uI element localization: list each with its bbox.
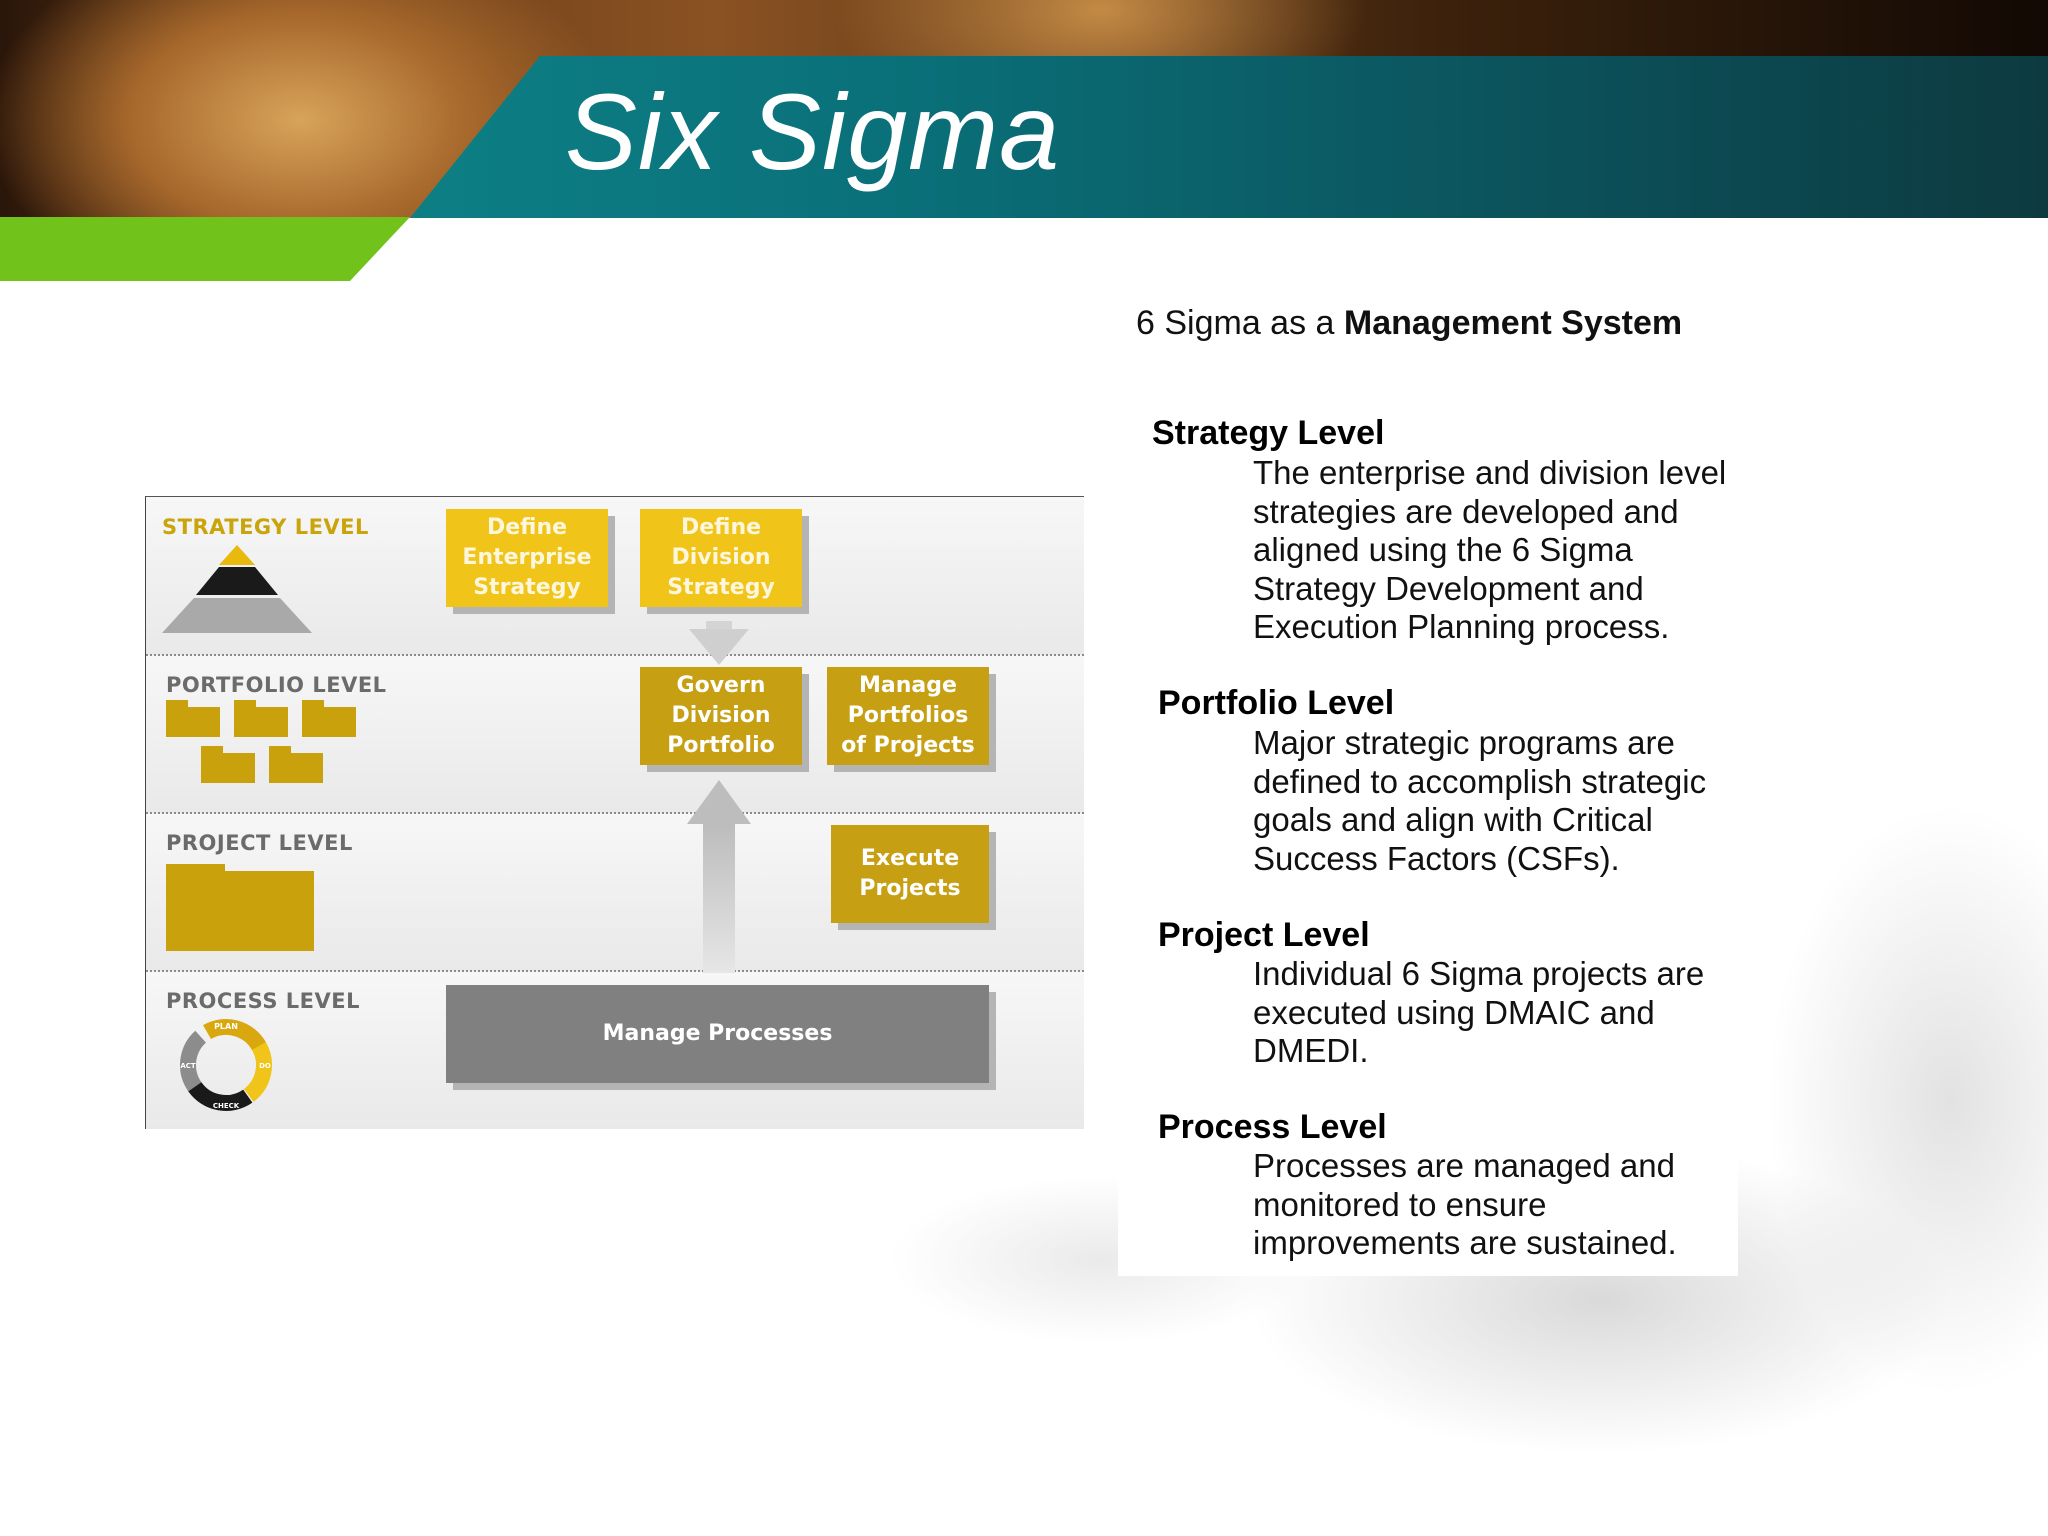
govern-division-portfolio-box: Govern Division Portfolio (640, 667, 802, 765)
folder-icon (166, 864, 314, 951)
manage-processes-box: Manage Processes (446, 985, 989, 1083)
process-level-label: PROCESS LEVEL (166, 989, 360, 1013)
manage-portfolios-box: Manage Portfolios of Projects (827, 667, 989, 765)
project-level-heading: Project Level (1158, 916, 1370, 954)
pdca-cycle-icon: PLAN DO CHECK ACT (179, 1019, 272, 1111)
six-sigma-levels-diagram: STRATEGY LEVEL PORTFOLIO LEVEL PROJECT L… (145, 496, 1084, 1129)
define-enterprise-strategy-text: Define Enterprise Strategy (462, 515, 592, 600)
process-level-heading: Process Level (1158, 1108, 1387, 1146)
description-panel: 6 Sigma as a Management System Strategy … (1118, 284, 1738, 1276)
cycle-act-label: ACT (180, 1062, 196, 1070)
portfolio-level-body: Major strategic programs are defined to … (1253, 724, 1707, 877)
execute-projects-text: Execute Projects (859, 846, 961, 901)
strategy-level-body: The enterprise and division level strate… (1253, 454, 1727, 645)
pyramid-icon (162, 545, 312, 633)
cycle-plan-label: PLAN (214, 1022, 238, 1031)
header-green-accent (0, 217, 410, 281)
cycle-do-label: DO (259, 1062, 271, 1070)
process-level-body: Processes are managed and monitored to e… (1253, 1147, 1677, 1261)
panel-subtitle-prefix: 6 Sigma as a (1136, 304, 1344, 342)
level-divider (146, 654, 1084, 656)
cycle-check-label: CHECK (213, 1102, 240, 1110)
define-division-strategy-box: Define Division Strategy (640, 509, 802, 607)
panel-subtitle-bold: Management System (1343, 304, 1683, 342)
level-divider (146, 970, 1084, 972)
define-division-strategy-text: Define Division Strategy (667, 515, 775, 600)
background-watch-art (1700, 700, 2048, 1536)
strategy-level-label: STRATEGY LEVEL (162, 515, 369, 539)
level-divider (146, 812, 1084, 814)
portfolio-level-heading: Portfolio Level (1158, 684, 1395, 722)
govern-division-portfolio-text: Govern Division Portfolio (667, 673, 775, 758)
up-arrow-stem (703, 823, 735, 973)
project-level-label: PROJECT LEVEL (166, 831, 353, 855)
panel-subtitle: 6 Sigma as a Management System (1136, 304, 1682, 343)
portfolio-level-label: PORTFOLIO LEVEL (166, 673, 387, 697)
execute-projects-box: Execute Projects (831, 825, 989, 923)
project-level-body: Individual 6 Sigma projects are executed… (1253, 955, 1705, 1069)
slide-title: Six Sigma (565, 71, 1061, 192)
manage-processes-text: Manage Processes (602, 1021, 833, 1047)
define-enterprise-strategy-box: Define Enterprise Strategy (446, 509, 608, 607)
header-teal-banner (410, 56, 2048, 218)
strategy-level-heading: Strategy Level (1152, 414, 1385, 452)
manage-portfolios-text: Manage Portfolios of Projects (841, 673, 975, 758)
